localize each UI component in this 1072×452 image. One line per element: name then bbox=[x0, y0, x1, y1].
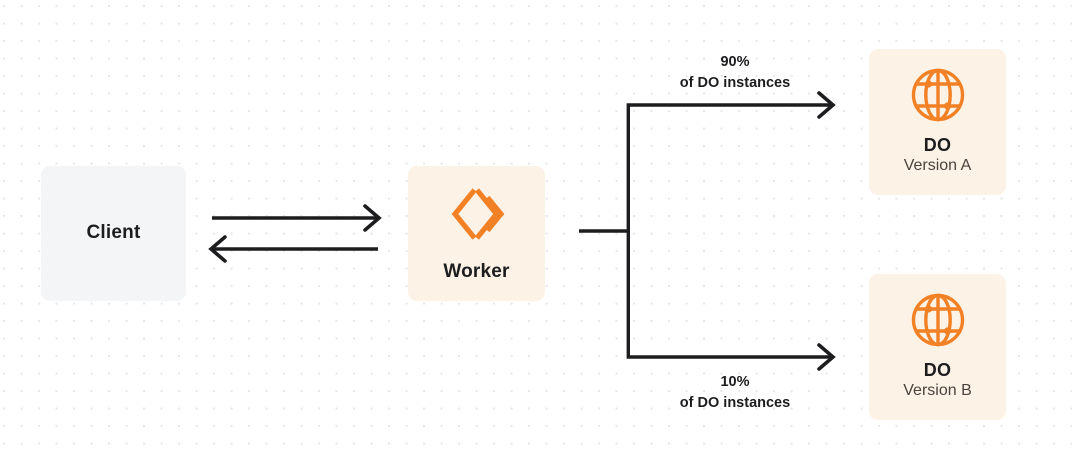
node-do-version-a[interactable]: DO Version A bbox=[869, 49, 1006, 195]
node-do-a-sublabel: Version A bbox=[903, 157, 972, 175]
edge-client-to-worker bbox=[212, 204, 382, 232]
node-client-label: Client bbox=[86, 222, 141, 244]
node-do-b-sublabel: Version B bbox=[903, 382, 972, 400]
node-do-version-b[interactable]: DO Version B bbox=[869, 274, 1006, 420]
edge-label-do-a-description: of DO instances bbox=[679, 74, 791, 91]
durable-object-globe-icon bbox=[910, 292, 966, 348]
node-worker-label: Worker bbox=[443, 261, 510, 283]
edge-label-do-a: 90% of DO instances bbox=[630, 52, 840, 93]
edge-worker-to-client bbox=[208, 235, 378, 263]
cloudflare-workers-icon bbox=[446, 183, 508, 245]
node-client[interactable]: Client bbox=[41, 166, 186, 301]
edge-worker-to-do-a bbox=[626, 91, 836, 231]
edge-label-do-b-description: of DO instances bbox=[679, 394, 791, 411]
node-do-a-label: DO bbox=[923, 134, 952, 155]
edge-label-do-b: 10% of DO instances bbox=[630, 372, 840, 413]
node-worker[interactable]: Worker bbox=[408, 166, 545, 301]
node-do-b-label: DO bbox=[923, 359, 952, 380]
durable-object-globe-icon bbox=[910, 67, 966, 123]
edge-label-do-b-percent: 10% bbox=[720, 374, 750, 390]
edge-worker-to-do-b bbox=[626, 231, 836, 371]
edge-label-do-a-percent: 90% bbox=[720, 54, 750, 70]
